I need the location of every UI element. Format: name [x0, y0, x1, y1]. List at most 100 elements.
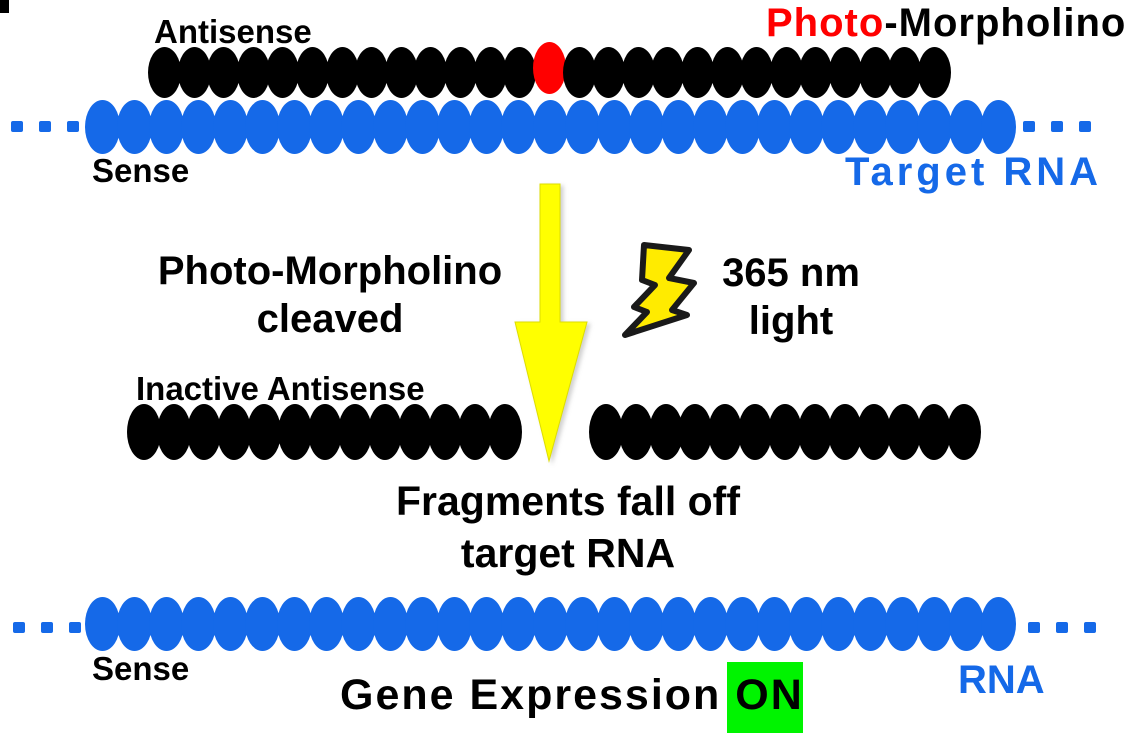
- cleaved-caption-line2: cleaved: [256, 297, 404, 341]
- morpholino-subunit: [767, 404, 802, 460]
- rna-subunit: [373, 100, 408, 154]
- continuation-dot: [41, 622, 53, 633]
- rna-subunit: [629, 100, 664, 154]
- rna-subunit: [437, 100, 472, 154]
- rna-subunit: [789, 100, 824, 154]
- continuation-dot: [1056, 622, 1068, 633]
- rna-subunit: [565, 597, 600, 651]
- continuation-dot: [1023, 121, 1035, 132]
- rna-continuation-dots-bottom-left: [13, 622, 97, 633]
- morpholino-subunit: [887, 404, 922, 460]
- light-caption-line2: light: [748, 299, 834, 343]
- rna-subunit: [117, 597, 152, 651]
- rna-subunit: [341, 597, 376, 651]
- rna-subunit: [853, 597, 888, 651]
- morpholino-subunit: [797, 404, 832, 460]
- antisense-label: Antisense: [154, 13, 312, 50]
- down-arrow-icon: [514, 183, 588, 463]
- morpholino-subunit: [157, 404, 192, 460]
- rna-subunit: [565, 100, 600, 154]
- morpholino-subunit: [473, 47, 507, 98]
- morpholino-subunit: [355, 47, 389, 98]
- morpholino-subunit: [277, 404, 312, 460]
- rna-subunit: [885, 100, 920, 154]
- morpholino-subunit: [710, 47, 744, 98]
- sense-label-bottom: Sense: [92, 650, 190, 687]
- morpholino-subunit: [740, 47, 774, 98]
- rna-continuation-dots-right: [1023, 121, 1107, 132]
- morpholino-subunit: [337, 404, 372, 460]
- gene-expression-caption: Gene Expression ON: [340, 674, 804, 717]
- rna-subunit: [309, 597, 344, 651]
- rna-subunit: [661, 100, 696, 154]
- morpholino-subunit: [858, 47, 892, 98]
- morpholino-subunit: [127, 404, 161, 460]
- rna-subunit: [885, 597, 920, 651]
- morpholino-subunit: [917, 47, 951, 98]
- right-fragment-chain: [589, 404, 981, 460]
- rna-subunit: [981, 100, 1016, 154]
- morpholino-subunit: [946, 404, 981, 460]
- rna-subunit: [501, 597, 536, 651]
- rna-subunit: [757, 100, 792, 154]
- morpholino-subunit: [148, 47, 181, 98]
- morpholino-subunit: [618, 404, 653, 460]
- rna-subunit: [469, 597, 504, 651]
- morpholino-subunit: [444, 47, 478, 98]
- rna-subunit: [117, 100, 152, 154]
- rna-subunit: [213, 100, 248, 154]
- rna-subunit: [405, 597, 440, 651]
- rna-subunit: [149, 100, 184, 154]
- morpholino-subunit: [589, 404, 623, 460]
- rna-subunit: [757, 597, 792, 651]
- antisense-morpholino-chain: [148, 42, 951, 98]
- rna-subunit: [341, 100, 376, 154]
- rna-subunit: [405, 100, 440, 154]
- morpholino-subunit: [296, 47, 330, 98]
- photo-cleavable-subunit: [532, 42, 566, 94]
- morpholino-subunit: [857, 404, 892, 460]
- rna-subunit: [693, 100, 728, 154]
- rna-subunit: [917, 597, 952, 651]
- continuation-dot: [1079, 121, 1091, 132]
- morpholino-subunit: [621, 47, 655, 98]
- fragments-caption: Fragments fall off target RNA: [348, 475, 788, 579]
- cleaved-caption: Photo-Morpholino cleaved: [110, 247, 550, 343]
- target-rna-label: Target RNA: [845, 150, 1103, 194]
- continuation-dot: [69, 622, 81, 633]
- continuation-dot: [11, 121, 23, 132]
- rna-subunit: [981, 597, 1016, 651]
- morpholino-subunit: [217, 404, 252, 460]
- morpholino-subunit: [827, 404, 862, 460]
- light-caption-line1: 365 nm: [722, 251, 860, 295]
- rna-subunit: [853, 100, 888, 154]
- morpholino-subunit: [769, 47, 803, 98]
- morpholino-subunit: [428, 404, 463, 460]
- title-photo-part: Photo: [766, 1, 885, 45]
- rna-subunit: [693, 597, 728, 651]
- morpholino-subunit: [708, 404, 743, 460]
- rna-subunit: [821, 597, 856, 651]
- sense-label-top: Sense: [92, 152, 190, 189]
- rna-subunit: [597, 100, 632, 154]
- continuation-dot: [67, 121, 79, 132]
- gene-expression-text: Gene Expression: [340, 671, 736, 719]
- gene-expression-state: ON: [735, 671, 804, 719]
- light-caption: 365 nm light: [691, 249, 891, 345]
- rna-subunit: [949, 597, 984, 651]
- rna-subunit: [85, 100, 120, 154]
- morpholino-subunit: [236, 47, 270, 98]
- continuation-dot: [1051, 121, 1063, 132]
- rna-subunit: [725, 100, 760, 154]
- rna-subunit: [149, 597, 184, 651]
- morpholino-subunit: [592, 47, 626, 98]
- continuation-dot: [1028, 622, 1040, 633]
- morpholino-subunit: [177, 47, 211, 98]
- rna-subunit: [917, 100, 952, 154]
- morpholino-subunit: [458, 404, 493, 460]
- rna-subunit: [85, 597, 120, 651]
- rna-subunit: [469, 100, 504, 154]
- rna-subunit: [821, 100, 856, 154]
- morpholino-subunit: [651, 47, 685, 98]
- rna-subunit: [661, 597, 696, 651]
